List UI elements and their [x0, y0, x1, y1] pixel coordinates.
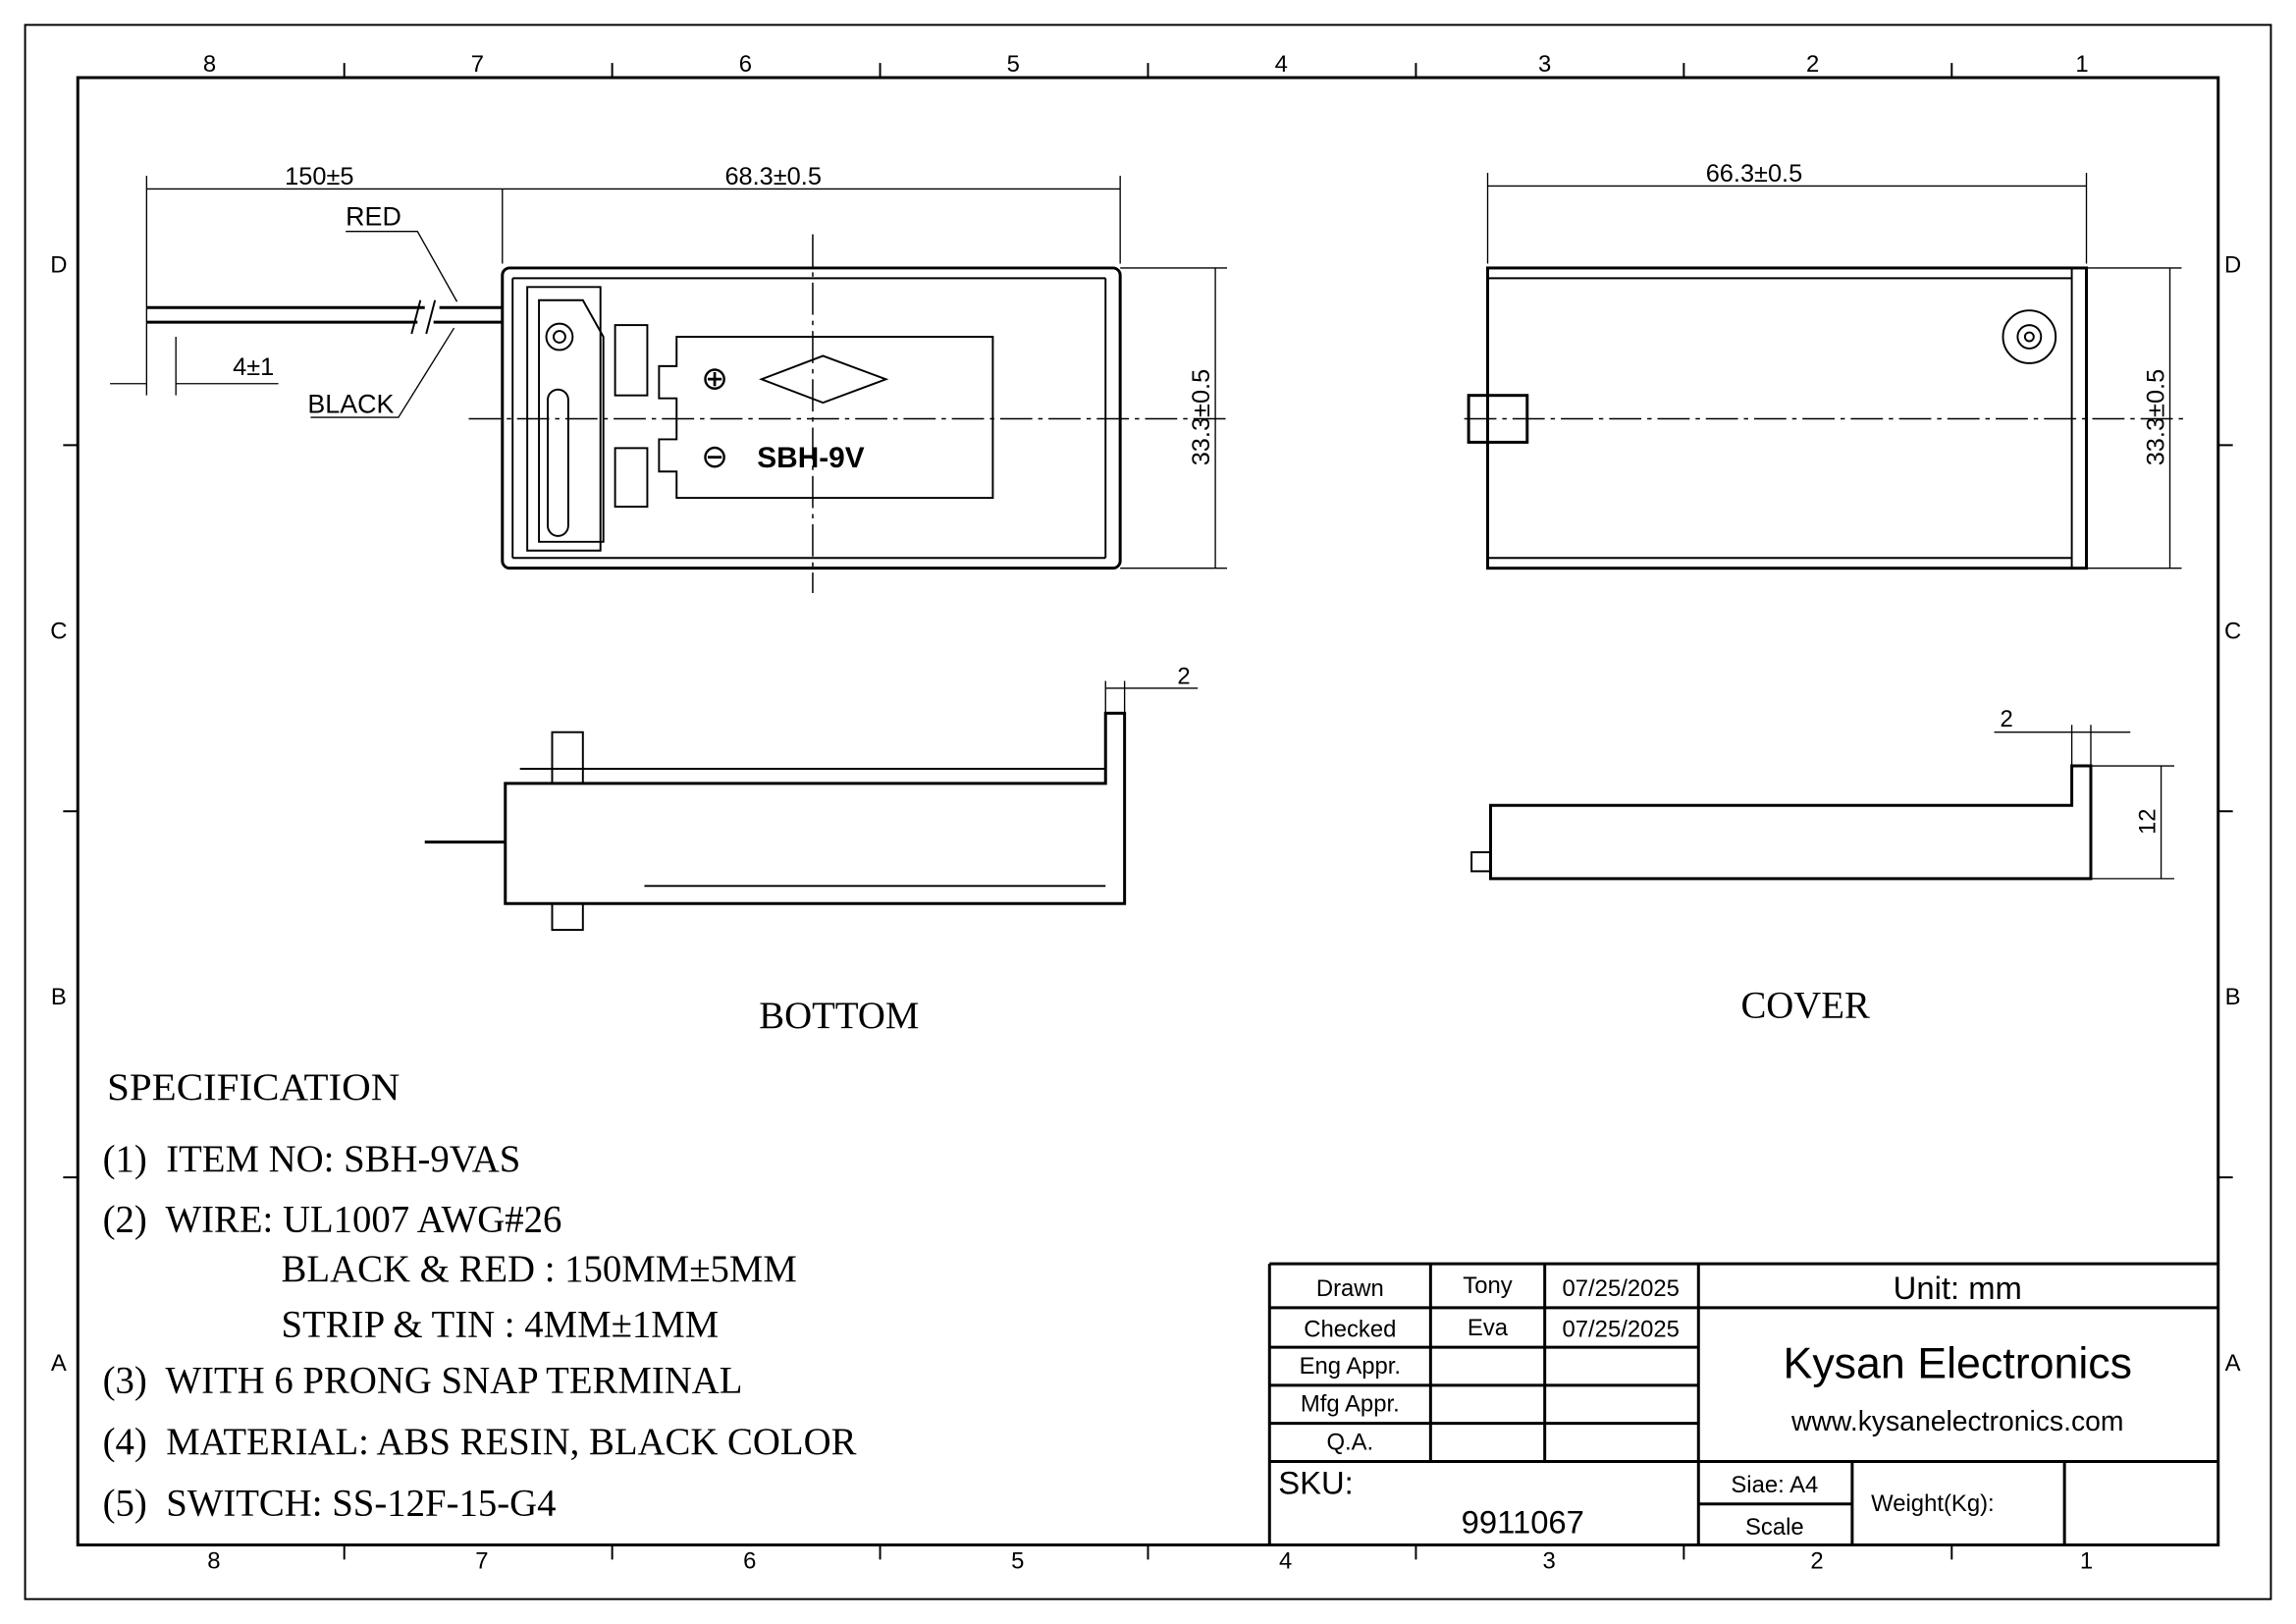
spec-line: (4) MATERIAL: ABS RESIN, BLACK COLOR [103, 1421, 857, 1463]
column-label: 5 [1011, 1547, 1024, 1574]
tb-sku-label: SKU: [1278, 1464, 1354, 1500]
column-label: 8 [203, 51, 216, 78]
cover-side-view: 2 12 COVER [1470, 706, 2174, 1027]
tb-size: Siae: A4 [1731, 1472, 1818, 1498]
row-label: C [50, 618, 67, 644]
row-label: B [2225, 984, 2241, 1010]
tb-label: Drawn [1316, 1275, 1384, 1302]
cover-title: COVER [1740, 985, 1870, 1027]
dim-width: 33.3±0.5 [1188, 369, 1215, 465]
spec-line: (3) WITH 6 PRONG SNAP TERMINAL [103, 1359, 743, 1401]
column-label: 3 [1543, 1547, 1556, 1574]
cover-dim-height: 12 [2135, 808, 2162, 835]
tb-name: Tony [1463, 1272, 1512, 1299]
spec-line: BLACK & RED : 150MM±5MM [282, 1248, 797, 1290]
spec-heading: SPECIFICATION [107, 1066, 400, 1109]
tb-unit: Unit: mm [1894, 1270, 2022, 1306]
row-label: B [51, 984, 67, 1010]
tb-label: Mfg Appr. [1301, 1391, 1400, 1418]
column-label: 7 [471, 51, 484, 78]
column-label: 2 [1806, 51, 1819, 78]
bottom-side-view: 2 BOTTOM [424, 663, 1199, 1037]
label-black: BLACK [307, 390, 394, 419]
tb-name: Eva [1468, 1315, 1509, 1341]
row-label: A [51, 1350, 67, 1377]
spec-line: STRIP & TIN : 4MM±1MM [282, 1304, 720, 1346]
row-label: C [2224, 618, 2241, 644]
column-label: 2 [1810, 1547, 1823, 1574]
cover-dim-length: 66.3±0.5 [1706, 160, 1802, 188]
tb-scale: Scale [1745, 1514, 1804, 1541]
tb-weight: Weight(Kg): [1871, 1490, 1995, 1517]
column-label: 7 [475, 1547, 488, 1574]
row-label: A [2225, 1350, 2241, 1377]
spec-line: (2) WIRE: UL1007 AWG#26 [103, 1198, 562, 1240]
tb-date: 07/25/2025 [1563, 1275, 1680, 1302]
cover-dim-wall: 2 [2001, 706, 2013, 732]
tb-label: Q.A. [1326, 1430, 1373, 1456]
tb-label: Eng Appr. [1300, 1353, 1401, 1380]
column-label: 3 [1538, 51, 1551, 78]
plus-symbol: ⊕ [701, 360, 727, 397]
cover-top-view: 66.3±0.5 33.3±0.5 [1464, 160, 2189, 570]
dim-strip: 4±1 [233, 353, 274, 381]
row-label: D [50, 251, 67, 278]
dim-wire-length: 150±5 [285, 163, 353, 190]
outer-border [24, 24, 2272, 1600]
tb-company: Kysan Electronics [1783, 1338, 2132, 1387]
column-label: 4 [1279, 1547, 1292, 1574]
column-label: 8 [207, 1547, 220, 1574]
polarity-label: SBH-9V [757, 442, 864, 474]
specification: SPECIFICATION (1) ITEM NO: SBH-9VAS (2) … [103, 1066, 857, 1525]
minus-symbol: ⊖ [701, 438, 727, 474]
bottom-title: BOTTOM [759, 995, 919, 1037]
label-red: RED [346, 202, 401, 232]
tb-sku: 9911067 [1462, 1504, 1584, 1541]
column-label: 6 [743, 1547, 756, 1574]
tb-website: www.kysanelectronics.com [1790, 1406, 2123, 1437]
row-label: D [2224, 251, 2241, 278]
column-label: 6 [739, 51, 752, 78]
spec-line: (1) ITEM NO: SBH-9VAS [103, 1138, 521, 1180]
dim-length: 68.3±0.5 [724, 163, 821, 190]
column-label: 1 [2080, 1547, 2093, 1574]
title-block: Drawn Tony 07/25/2025 Checked Eva 07/25/… [1267, 1262, 2218, 1545]
tb-date: 07/25/2025 [1563, 1317, 1680, 1343]
column-label: 5 [1007, 51, 1020, 78]
tb-label: Checked [1304, 1317, 1396, 1343]
bottom-top-view: 150±5 68.3±0.5 33.3±0.5 4±1 RED BLACK ⊕ … [110, 163, 1231, 594]
column-label: 1 [2075, 51, 2088, 78]
cover-dim-width: 33.3±0.5 [2143, 369, 2170, 465]
column-label: 4 [1275, 51, 1288, 78]
frame-ticks [63, 63, 2233, 1560]
dim-wall: 2 [1177, 663, 1190, 689]
spec-line: (5) SWITCH: SS-12F-15-G4 [103, 1483, 557, 1525]
